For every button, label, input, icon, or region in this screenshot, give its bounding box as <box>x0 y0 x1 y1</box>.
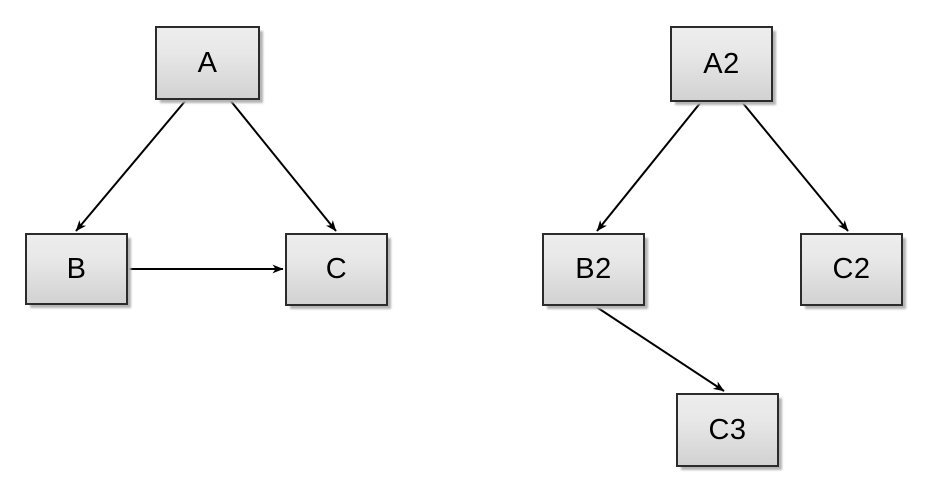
edge-a-to-b[interactable] <box>75 99 187 232</box>
node-label-c2: C2 <box>832 253 871 285</box>
edge-a2-to-b2[interactable] <box>596 101 702 232</box>
edge-b2-to-c3[interactable] <box>594 305 725 392</box>
node-c3[interactable]: C3 <box>676 393 781 469</box>
node-a[interactable]: A <box>155 26 262 102</box>
edges-group <box>75 99 849 392</box>
node-c2[interactable]: C2 <box>800 233 905 308</box>
node-label-c: C <box>325 253 348 285</box>
node-a2[interactable]: A2 <box>670 26 775 104</box>
node-label-b2: B2 <box>575 253 612 285</box>
node-label-a: A <box>197 46 218 79</box>
edge-a-to-c[interactable] <box>229 99 337 232</box>
edge-a2-to-c2[interactable] <box>741 101 849 232</box>
node-label-c3: C3 <box>708 413 747 446</box>
node-b[interactable]: B <box>25 233 130 307</box>
node-c[interactable]: C <box>285 233 390 308</box>
node-label-b: B <box>66 252 87 285</box>
node-label-a2: A2 <box>703 47 740 80</box>
node-b2[interactable]: B2 <box>542 233 647 308</box>
